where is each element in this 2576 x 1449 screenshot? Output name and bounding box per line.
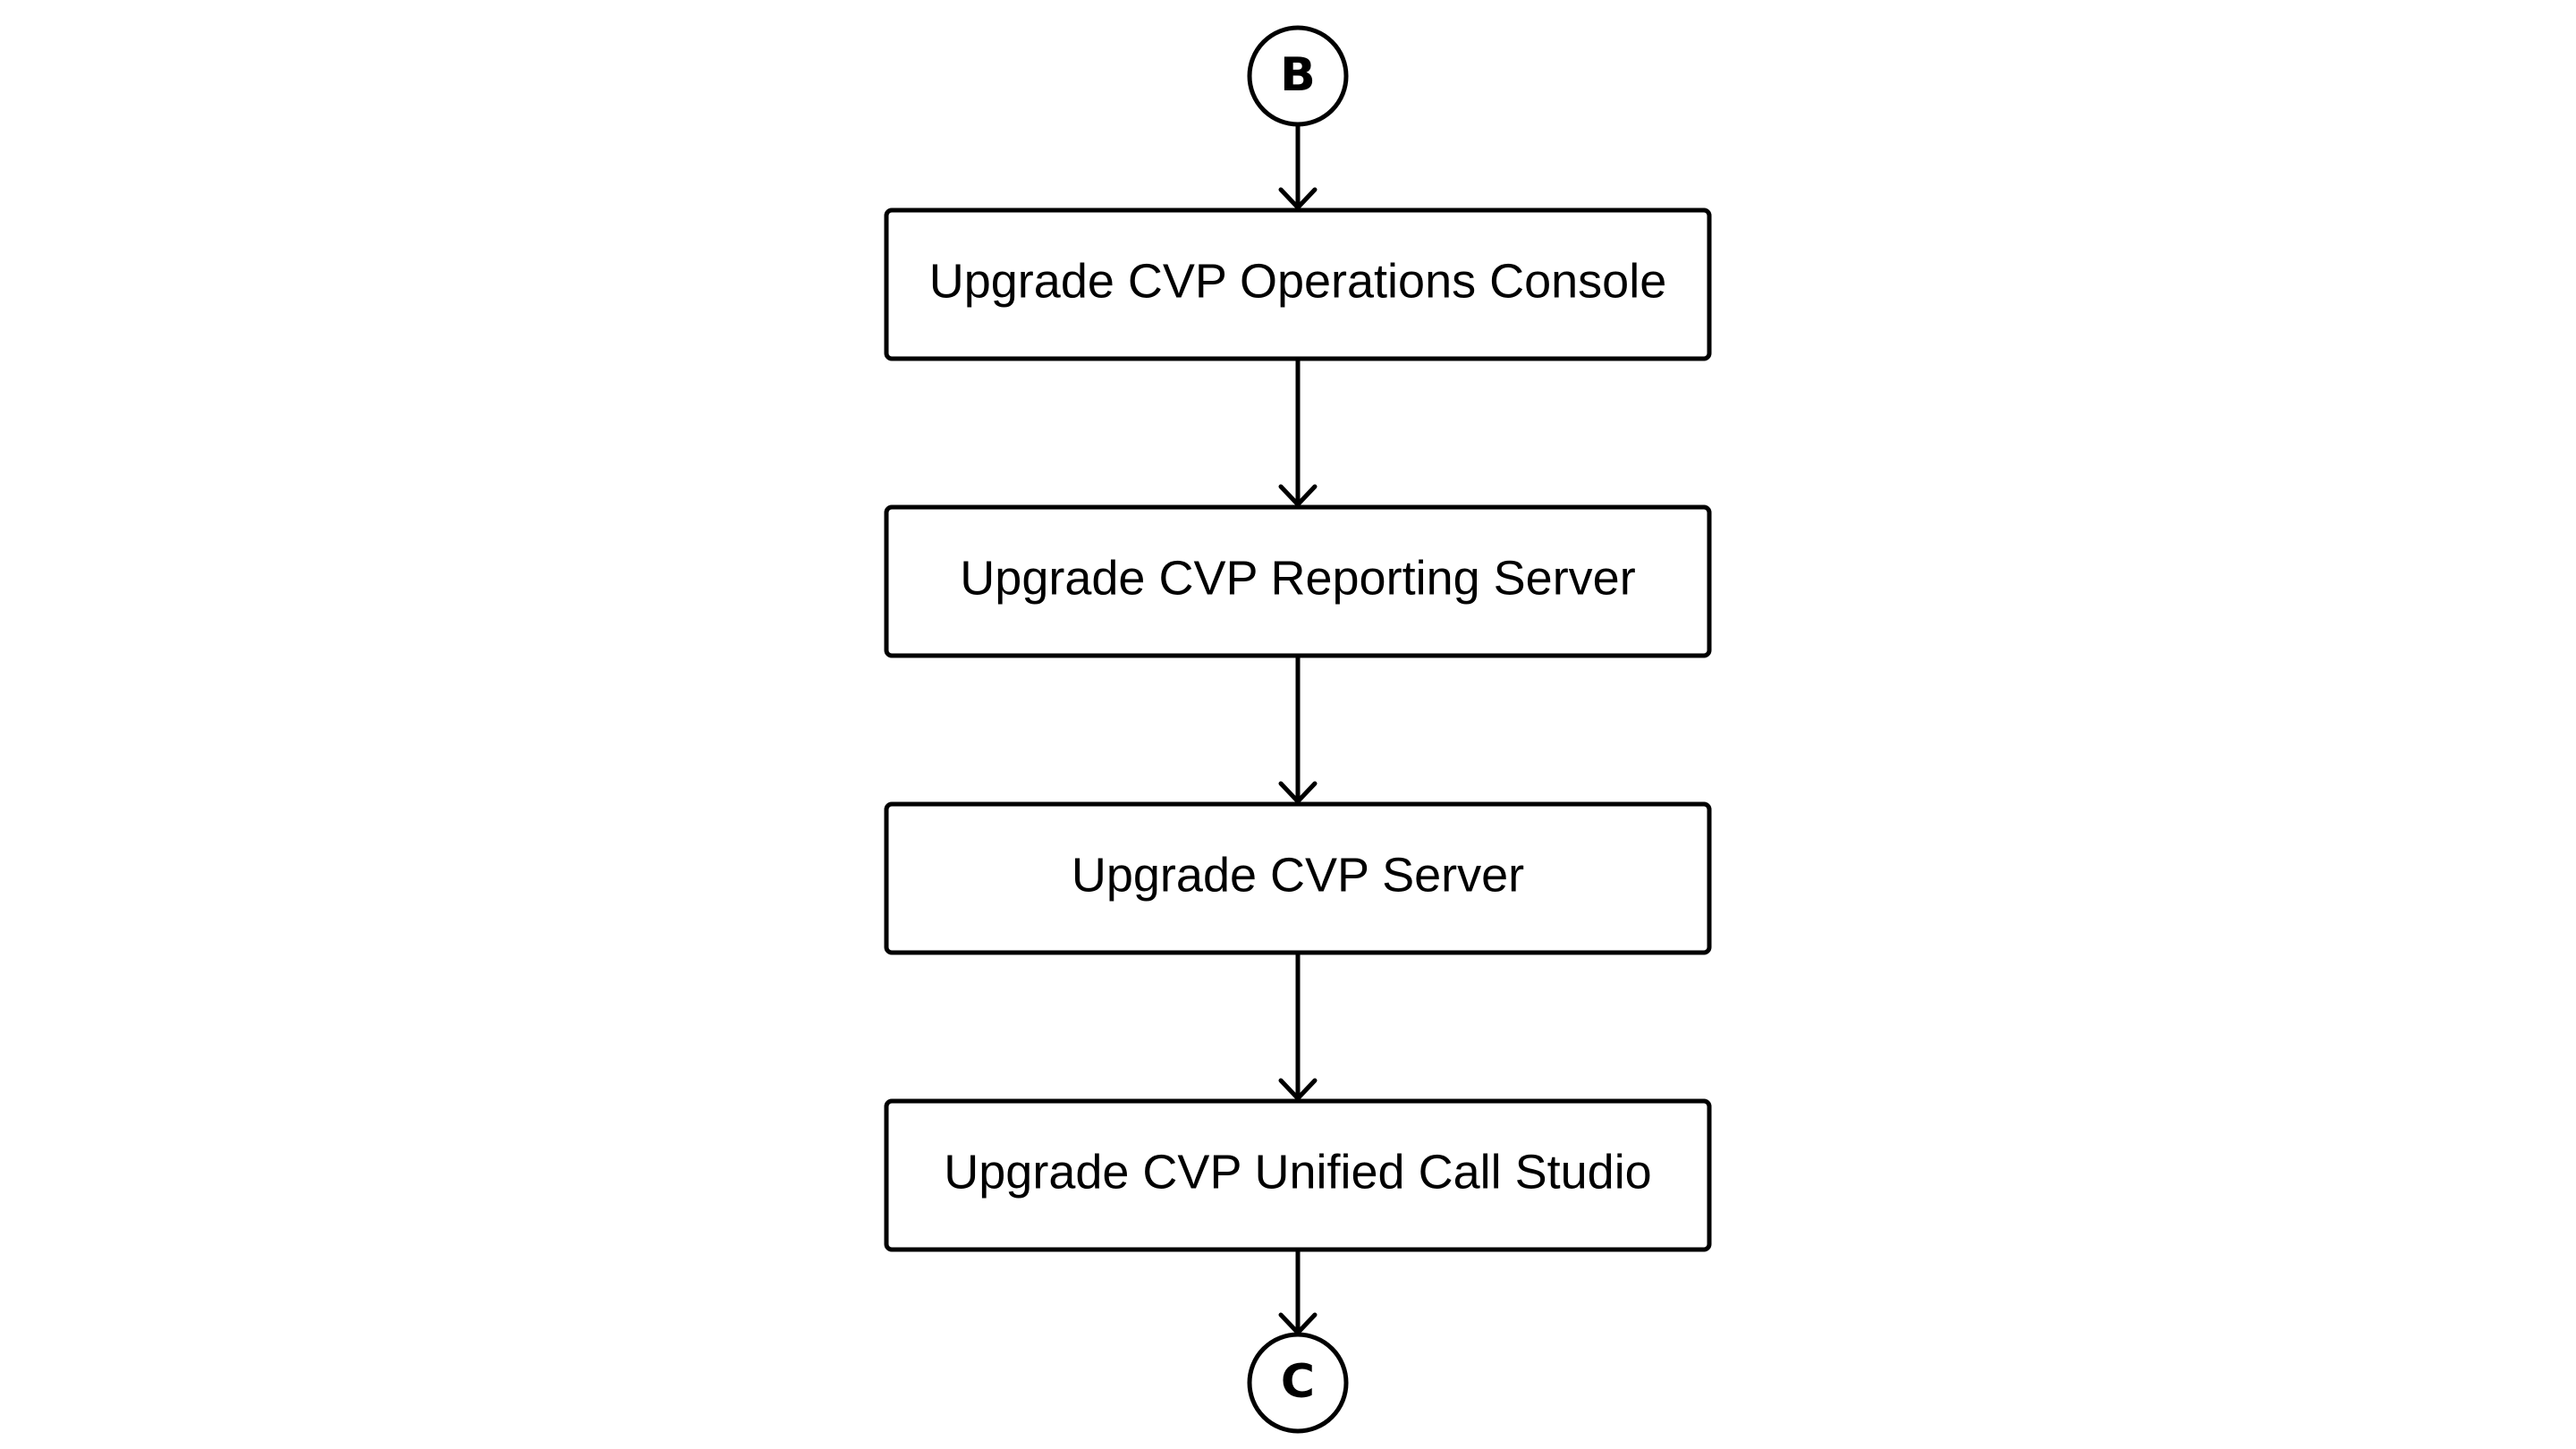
- step-operations-console: Upgrade CVP Operations Console: [884, 208, 1712, 361]
- step-reporting-server: Upgrade CVP Reporting Server: [884, 504, 1712, 658]
- step-label: Upgrade CVP Reporting Server: [960, 551, 1635, 605]
- arrowhead: [1278, 187, 1318, 210]
- start-connector-label: B: [1280, 48, 1316, 102]
- edge-start-to-step-1: [1278, 124, 1318, 210]
- arrowhead: [1278, 781, 1318, 804]
- edge-step-1-to-step-2: [1278, 359, 1318, 507]
- step-label: Upgrade CVP Operations Console: [929, 254, 1666, 308]
- arrowhead: [1278, 1078, 1318, 1101]
- start-connector: B: [1247, 25, 1349, 127]
- end-connector-label: C: [1281, 1355, 1315, 1409]
- end-connector: C: [1247, 1332, 1349, 1434]
- step-unified-call-studio: Upgrade CVP Unified Call Studio: [884, 1098, 1712, 1252]
- edge-step-2-to-step-3: [1278, 656, 1318, 804]
- step-cvp-server: Upgrade CVP Server: [884, 801, 1712, 955]
- end-connector-circle: [1247, 1332, 1349, 1434]
- edge-step-3-to-step-4: [1278, 953, 1318, 1101]
- arrowhead: [1278, 484, 1318, 507]
- step-label: Upgrade CVP Unified Call Studio: [944, 1145, 1651, 1199]
- step-label: Upgrade CVP Server: [1072, 848, 1524, 902]
- edge-step-4-to-end: [1278, 1250, 1318, 1335]
